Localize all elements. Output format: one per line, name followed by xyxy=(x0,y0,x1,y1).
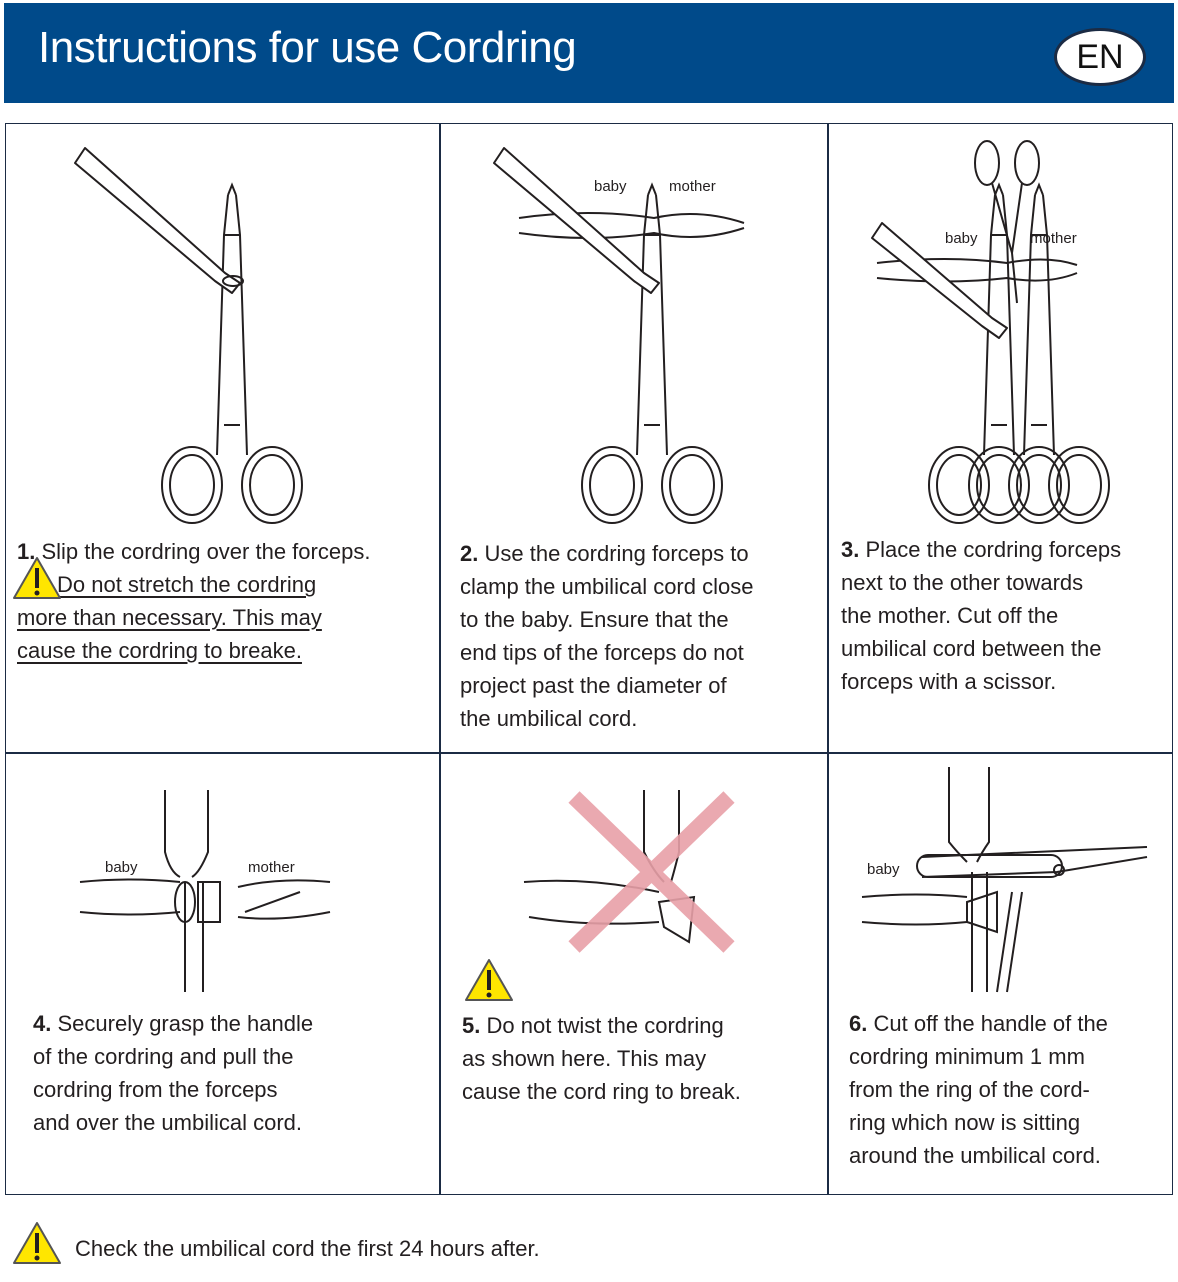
text-line: next to the other towards xyxy=(841,570,1084,595)
step-4-illustration: baby mother xyxy=(79,790,331,992)
text-line: cause the cord ring to break. xyxy=(462,1079,741,1104)
step-2-illustration: baby mother xyxy=(493,147,745,524)
label-mother: mother xyxy=(1030,230,1077,247)
text-line: around the umbilical cord. xyxy=(849,1143,1101,1168)
step-5-text: 5. Do not twist the cordring as shown he… xyxy=(462,1009,822,1108)
text-line: forceps with a scissor. xyxy=(841,669,1057,694)
step-number: 1. xyxy=(17,539,36,564)
label-baby: baby xyxy=(867,861,900,878)
warning-icon xyxy=(464,958,514,1002)
header-bar: Instructions for use Cordring EN xyxy=(4,3,1174,103)
text-line: as shown here. This may xyxy=(462,1046,707,1071)
text-line: Securely grasp the handle xyxy=(57,1011,314,1036)
step-3-illustration: baby mother xyxy=(871,140,1110,524)
text-line: end tips of the forceps do not xyxy=(460,640,744,665)
text-line: Cut off the handle of the xyxy=(873,1011,1108,1036)
text-line: clamp the umbilical cord close xyxy=(460,574,754,599)
label-baby: baby xyxy=(594,178,627,195)
text-line: cordring minimum 1 mm xyxy=(849,1044,1085,1069)
label-baby: baby xyxy=(105,859,138,876)
step-1-warning-line: more than necessary. This may xyxy=(17,605,322,630)
text-line: ring which now is sitting xyxy=(849,1110,1081,1135)
label-baby: baby xyxy=(945,230,978,247)
page-title: Instructions for use Cordring xyxy=(38,23,577,72)
divider xyxy=(827,124,829,1194)
divider xyxy=(6,752,1172,754)
instruction-grid xyxy=(5,123,1173,1195)
step-1-text: 1. Slip the cordring over the forceps. D… xyxy=(12,535,437,667)
text-line: the mother. Cut off the xyxy=(841,603,1059,628)
step-number: 4. xyxy=(33,1011,52,1036)
warning-icon xyxy=(12,556,62,600)
step-2-text: 2. Use the cordring forceps to clamp the… xyxy=(460,537,820,735)
text-line: Do not twist the cordring xyxy=(486,1013,724,1038)
step-6-text: 6. Cut off the handle of the cordring mi… xyxy=(849,1007,1169,1172)
step-number: 6. xyxy=(849,1011,868,1036)
text-line: from the ring of the cord- xyxy=(849,1077,1090,1102)
text-line: of the cordring and pull the xyxy=(33,1044,294,1069)
footer-note: Check the umbilical cord the first 24 ho… xyxy=(75,1236,540,1261)
step-1-warning-line: Do not stretch the cordring xyxy=(57,572,317,597)
text-line: umbilical cord between the xyxy=(841,636,1102,661)
step-1-illustration xyxy=(74,147,303,524)
step-3-text: 3. Place the cordring forceps next to th… xyxy=(841,533,1173,698)
step-5-illustration xyxy=(464,790,735,1002)
language-badge: EN xyxy=(1054,28,1146,86)
step-6-illustration: baby xyxy=(861,767,1148,993)
prohibited-cross-icon xyxy=(568,791,735,953)
text-line: project past the diameter of xyxy=(460,673,727,698)
text-line: Use the cordring forceps to xyxy=(484,541,749,566)
text-line: Place the cordring forceps xyxy=(865,537,1122,562)
step-1-instruction: Slip the cordring over the forceps. xyxy=(41,539,371,564)
step-number: 2. xyxy=(460,541,479,566)
text-line: and over the umbilical cord. xyxy=(33,1110,303,1135)
step-1-warning-line: cause the cordring to breake. xyxy=(17,638,302,663)
step-4-text: 4. Securely grasp the handle of the cord… xyxy=(33,1007,433,1139)
text-line: to the baby. Ensure that the xyxy=(460,607,729,632)
label-mother: mother xyxy=(669,178,716,195)
divider xyxy=(439,124,441,1194)
text-line: the umbilical cord. xyxy=(460,706,638,731)
warning-icon xyxy=(12,1221,62,1265)
step-number: 5. xyxy=(462,1013,481,1038)
label-mother: mother xyxy=(248,859,295,876)
text-line: cordring from the forceps xyxy=(33,1077,278,1102)
step-number: 3. xyxy=(841,537,860,562)
